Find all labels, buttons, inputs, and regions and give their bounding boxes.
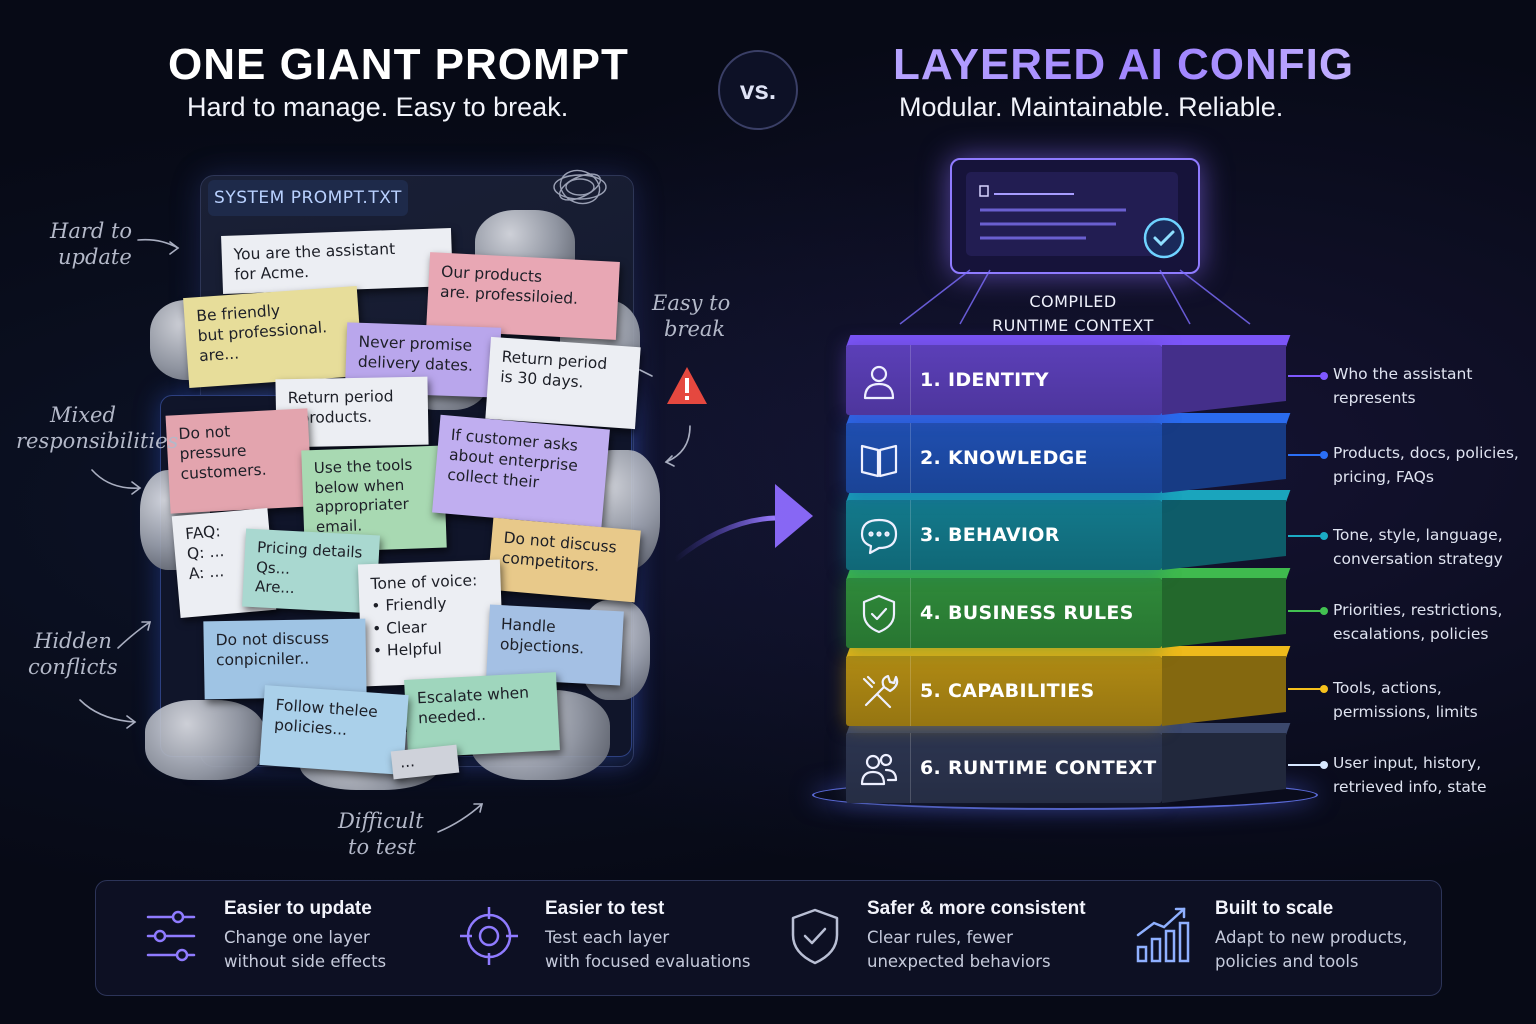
- users-icon: [860, 753, 898, 786]
- layer-connector: [1288, 761, 1328, 769]
- book-icon: [860, 444, 898, 478]
- person-icon: [863, 365, 895, 400]
- layer-2: 2. KNOWLEDGE: [846, 413, 1291, 493]
- layer-connector: [1288, 532, 1328, 540]
- layer-6: 6. RUNTIME CONTEXT: [846, 723, 1291, 803]
- layer-separator: [910, 423, 911, 493]
- layer-label: 5. CAPABILITIES: [920, 680, 1095, 702]
- document-tab-label: SYSTEM PROMPT.TXT: [208, 180, 408, 216]
- layer-4: 4. BUSINESS RULES: [846, 568, 1291, 648]
- right-title: LAYERED AI CONFIG: [893, 40, 1355, 89]
- layer-side: [1162, 345, 1286, 415]
- layer-label: 6. RUNTIME CONTEXT: [920, 757, 1157, 779]
- left-subtitle: Hard to manage. Easy to break.: [187, 92, 569, 122]
- layer-description: Priorities, restrictions,escalations, po…: [1333, 601, 1503, 644]
- layer-connector: [1288, 372, 1328, 380]
- layer-side: [1162, 656, 1286, 726]
- layer-description: User input, history,retrieved info, stat…: [1333, 754, 1487, 797]
- annotation-arrows: [79, 238, 691, 833]
- layer-connector: [1288, 451, 1328, 459]
- layer-description: Tools, actions,permissions, limits: [1333, 679, 1478, 722]
- right-subtitle: Modular. Maintainable. Reliable.: [899, 92, 1284, 122]
- layer-description: Tone, style, language,conversation strat…: [1333, 526, 1503, 569]
- growth-chart-icon: [1136, 907, 1190, 963]
- benefits-panel: [95, 880, 1442, 996]
- layer-face: [846, 345, 1162, 415]
- layer-connector: [1288, 607, 1328, 615]
- layer-side: [1162, 500, 1286, 570]
- layer-connector: [1288, 685, 1328, 693]
- layer-side: [1162, 733, 1286, 803]
- monitor-screen: [966, 172, 1178, 256]
- layer-side: [1162, 423, 1286, 493]
- layer-face: [846, 578, 1162, 648]
- warning-icon: [667, 367, 707, 404]
- layer-separator: [910, 500, 911, 570]
- layer-1: 1. IDENTITY: [846, 335, 1291, 415]
- layer-label: 1. IDENTITY: [920, 369, 1049, 391]
- check-circle-icon: [1143, 217, 1185, 259]
- layer-5: 5. CAPABILITIES: [846, 646, 1291, 726]
- feature-built-to-scale: Built to scale Adapt to new products,pol…: [1215, 898, 1408, 971]
- layer-description: Products, docs, policies,pricing, FAQs: [1333, 444, 1519, 487]
- compile-beams: [899, 269, 1251, 325]
- target-icon: [460, 907, 518, 965]
- layer-separator: [910, 578, 911, 648]
- layer-face: [846, 423, 1162, 493]
- feature-safer-more-consistent: Safer & more consistent Clear rules, few…: [867, 898, 1086, 971]
- layer-face: [846, 656, 1162, 726]
- transform-arrow-icon: [673, 484, 813, 562]
- layer-label: 2. KNOWLEDGE: [920, 447, 1088, 469]
- layer-separator: [910, 656, 911, 726]
- layer-side: [1162, 578, 1286, 648]
- layer-3: 3. BEHAVIOR: [846, 490, 1291, 570]
- sliders-icon: [146, 910, 196, 962]
- layer-label: 3. BEHAVIOR: [920, 524, 1060, 546]
- layer-label: 4. BUSINESS RULES: [920, 602, 1134, 624]
- shield-check-icon: [862, 594, 896, 634]
- shield-check-icon: [791, 908, 839, 965]
- chat-bubble-icon: [860, 518, 898, 555]
- layer-separator: [910, 345, 911, 415]
- layer-separator: [910, 733, 911, 803]
- tools-icon: [862, 674, 899, 709]
- layer-face: [846, 500, 1162, 570]
- tangle-scribble-icon: [553, 169, 607, 205]
- left-title: ONE GIANT PROMPT: [168, 40, 629, 89]
- vs-badge: vs.: [718, 50, 798, 130]
- layer-face: [846, 733, 1162, 803]
